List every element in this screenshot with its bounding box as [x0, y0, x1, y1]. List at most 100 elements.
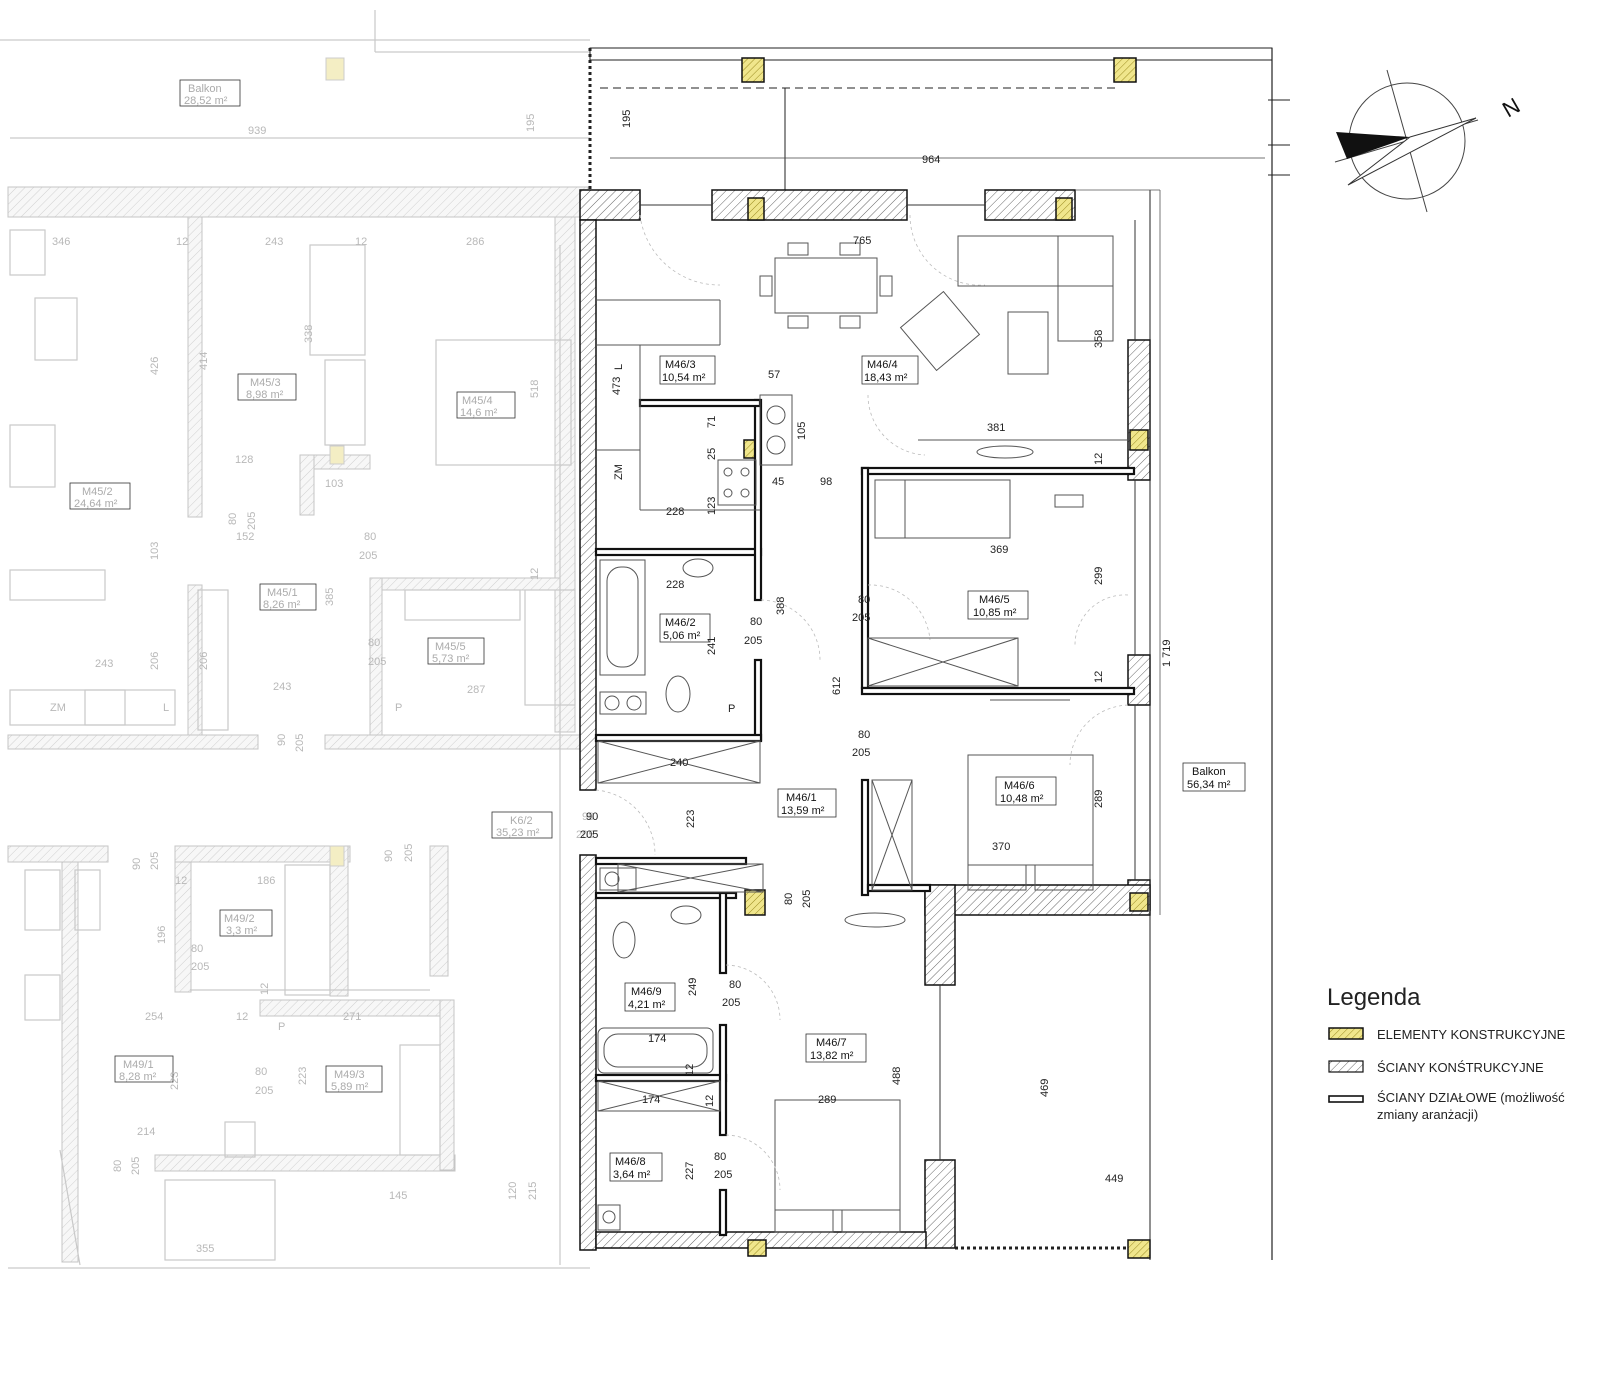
legend-item-label: ELEMENTY KONSTRUKCYJNE	[1377, 1027, 1566, 1042]
dimension: 612	[831, 677, 843, 695]
door-width: 80	[714, 1151, 726, 1163]
legend-title: Legenda	[1327, 984, 1421, 1011]
ghost-dim: 243	[273, 681, 291, 693]
room-area: 4,21 m²	[628, 999, 666, 1011]
ghost-dim: 205	[191, 961, 209, 973]
dimension: 473	[611, 377, 623, 395]
ghost-room-balkon: Balkon 28,52 m²	[179, 79, 241, 107]
ghost-dim: 12	[259, 983, 271, 995]
dimension: 765	[853, 235, 871, 247]
ghost-dim: 426	[149, 357, 161, 375]
ghost-room-name: M45/4	[462, 395, 493, 407]
dimension: 90	[586, 811, 598, 823]
ghost-dim: L	[163, 702, 169, 714]
ghost-room-m49-3: M49/3 5,89 m²	[325, 1065, 383, 1093]
room-name: M46/7	[816, 1037, 847, 1049]
door-height: 205	[852, 612, 870, 624]
ghost-room-area: 8,26 m²	[263, 599, 301, 611]
ghost-dim: 80	[191, 943, 203, 955]
ghost-dim: 205	[246, 512, 258, 530]
room-m46-5: M46/5 10,85 m²	[967, 590, 1029, 620]
dimension: 488	[891, 1067, 903, 1085]
ghost-dim: 243	[265, 236, 283, 248]
ghost-dim: 346	[52, 236, 70, 248]
ghost-dim: 90	[131, 858, 143, 870]
room-area: 3,64 m²	[613, 1169, 651, 1181]
ghost-room-area: 14,6 m²	[460, 407, 498, 419]
room-area: 13,59 m²	[781, 805, 825, 817]
room-m46-2: M46/2 5,06 m²	[659, 613, 711, 643]
ghost-dim: 206	[198, 652, 210, 670]
room-name: Balkon	[1192, 766, 1226, 778]
door-height: 205	[722, 997, 740, 1009]
ghost-dim: 103	[325, 478, 343, 490]
ghost-dim: 254	[145, 1011, 163, 1023]
room-area: 56,34 m²	[1187, 779, 1231, 791]
ghost-room-name: M45/3	[250, 377, 281, 389]
door-height: 205	[714, 1169, 732, 1181]
ghost-room-name: M45/1	[267, 587, 298, 599]
dimension: 227	[684, 1162, 696, 1180]
ghost-dim: 206	[149, 652, 161, 670]
room-m46-9: M46/9 4,21 m²	[624, 982, 676, 1012]
room-m46-3: M46/3 10,54 m²	[659, 355, 716, 385]
door-width: 80	[750, 616, 762, 628]
dimension: 289	[818, 1094, 836, 1106]
dimension: 369	[990, 544, 1008, 556]
dimension: 370	[992, 841, 1010, 853]
ghost-dim: 223	[169, 1072, 181, 1090]
ghost-dim: P	[395, 702, 402, 714]
ghost-room-m45-5: M45/5 5,73 m²	[427, 637, 485, 665]
dimension: 12	[1093, 671, 1105, 683]
room-name: M46/8	[615, 1156, 646, 1168]
room-name: M46/1	[786, 792, 817, 804]
room-name: M46/6	[1004, 780, 1035, 792]
dimension: 25	[706, 448, 718, 460]
ghost-dim: 80	[364, 531, 376, 543]
ghost-dim: 205	[130, 1157, 142, 1175]
ghost-dim: 12	[355, 236, 367, 248]
room-area: 10,85 m²	[973, 607, 1017, 619]
ghost-dim: 12	[236, 1011, 248, 1023]
dimension: 469	[1039, 1079, 1051, 1097]
north-label: N	[1498, 93, 1524, 123]
ghost-dim: 80	[112, 1160, 124, 1172]
ghost-dim: 287	[467, 684, 485, 696]
ghost-room-name: M45/5	[435, 641, 466, 653]
room-m46-8: M46/8 3,64 m²	[609, 1152, 663, 1182]
door-height: 205	[801, 890, 813, 908]
dimension: 388	[775, 597, 787, 615]
ghost-room-area: 3,3 m²	[226, 925, 258, 937]
dimension: 240	[670, 757, 688, 769]
dimension: 98	[820, 476, 832, 488]
dimension: 174	[648, 1033, 666, 1045]
ghost-dim: 286	[466, 236, 484, 248]
room-m46-4: M46/4 18,43 m²	[861, 355, 919, 385]
door-width: 80	[783, 893, 795, 905]
ghost-dim: 205	[359, 550, 377, 562]
dimension: 105	[796, 422, 808, 440]
ghost-dim: 214	[137, 1126, 155, 1138]
ghost-dim: 195	[525, 114, 537, 132]
dimension: 358	[1093, 330, 1105, 348]
ghost-dim: 196	[156, 926, 168, 944]
dimension: 1 719	[1161, 639, 1173, 667]
compass: N	[1334, 69, 1524, 213]
room-name: M46/5	[979, 594, 1010, 606]
dimension: 195	[621, 110, 633, 128]
ghost-dim: P	[278, 1021, 285, 1033]
dimension: 205	[580, 829, 598, 841]
room-m46-1: M46/1 13,59 m²	[777, 788, 837, 818]
ghost-dim: 205	[149, 852, 161, 870]
room-area: 18,43 m²	[864, 372, 908, 384]
ghost-room-k6-2: K6/2 35,23 m²	[491, 811, 553, 839]
ghost-room-name: M49/2	[224, 913, 255, 925]
door-width: 80	[858, 729, 870, 741]
dimension: 299	[1093, 567, 1105, 585]
ghost-room-m49-1: M49/1 8,28 m²	[114, 1055, 174, 1083]
ghost-room-name: Balkon	[188, 83, 222, 95]
dimension: 228	[666, 506, 684, 518]
ghost-dim: 215	[527, 1182, 539, 1200]
ghost-room-area: 8,98 m²	[246, 389, 284, 401]
